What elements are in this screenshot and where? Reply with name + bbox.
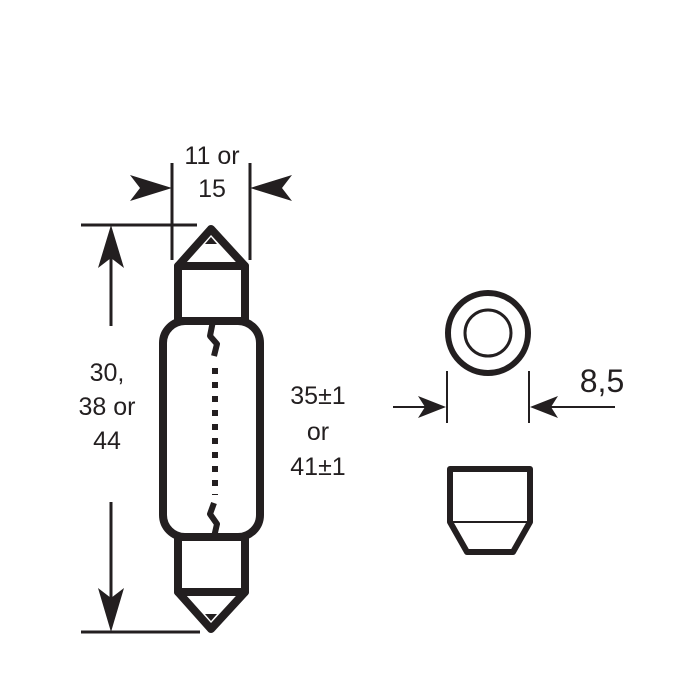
overall-label-line2: or xyxy=(307,418,329,446)
length-label-line2: 38 or xyxy=(79,393,136,421)
labels: 11 or 15 30, 38 or 44 35±1 or 41±1 8,5 xyxy=(79,142,625,481)
filament xyxy=(207,320,220,538)
arrow-right-icon xyxy=(418,396,446,418)
cap-inner-circle xyxy=(463,308,513,358)
length-label-line3: 44 xyxy=(93,427,121,455)
arrow-left-icon xyxy=(530,396,558,418)
filament-lead-top xyxy=(207,320,220,357)
width-label-line2: 15 xyxy=(198,175,226,203)
overall-label-line3: 41±1 xyxy=(290,453,345,481)
arrow-down-icon xyxy=(98,588,124,632)
cap-outer-circle xyxy=(445,290,531,376)
cap-profile-outline xyxy=(447,466,533,555)
arrow-right-icon xyxy=(130,175,172,201)
top-cap-body xyxy=(174,262,249,325)
overall-label-line1: 35±1 xyxy=(290,382,345,410)
bulb-side-view xyxy=(159,225,264,633)
bottom-cap-tip xyxy=(174,588,249,633)
top-cap-tip-hole xyxy=(205,237,217,244)
width-dimension xyxy=(130,163,292,260)
arrow-up-icon xyxy=(98,225,124,268)
cap-diameter-label: 8,5 xyxy=(580,363,624,399)
top-cap-tip xyxy=(174,225,249,270)
bottom-cap-body xyxy=(174,533,249,596)
cap-diameter-dimension xyxy=(393,371,615,423)
width-label-line1: 11 or xyxy=(184,142,239,170)
arrow-left-icon xyxy=(250,175,292,201)
bottom-cap-tip-hole xyxy=(205,614,217,621)
length-label-line1: 30, xyxy=(90,359,125,387)
length-dimension xyxy=(81,223,200,634)
cap-end-view xyxy=(445,290,531,376)
filament-lead-bottom xyxy=(207,501,220,538)
cap-profile-view xyxy=(447,466,533,555)
